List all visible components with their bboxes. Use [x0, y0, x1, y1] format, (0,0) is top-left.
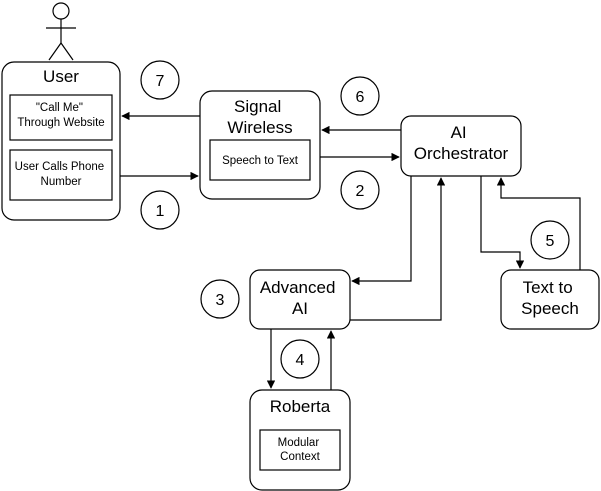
call-me-website-label: "Call Me" Through Website — [17, 102, 104, 129]
user-actor-icon — [46, 2, 76, 61]
speech-to-text-box — [209, 139, 311, 181]
step-6-badge: 6 — [340, 76, 380, 116]
speech-to-text-label: Speech to Text — [222, 155, 299, 167]
step-3-badge: 3 — [200, 279, 240, 319]
step-5-badge: 5 — [530, 220, 570, 260]
svg-text:6: 6 — [356, 89, 365, 106]
modular-context-label: Modular Context — [278, 437, 323, 463]
user-node: User "Call Me" Through Website User Call… — [1, 61, 121, 221]
user-calls-phone-box — [9, 149, 113, 201]
step-2-badge: 2 — [340, 170, 380, 210]
roberta-node: Roberta Modular Context — [249, 389, 351, 491]
roberta-title: Roberta — [270, 397, 331, 416]
user-title: User — [43, 67, 79, 86]
step-1-badge: 1 — [140, 190, 180, 230]
step-4-badge: 4 — [280, 339, 320, 379]
advanced-ai-title: Advanced AI — [260, 278, 340, 318]
edge-advanced-ai-to-orchestrator — [350, 177, 446, 321]
edge-orchestrator-to-advanced-ai — [351, 176, 412, 286]
edge-orchestrator-to-tts — [480, 176, 525, 269]
call-me-website-box — [9, 94, 113, 141]
advanced-ai-node: Advanced AI — [249, 269, 351, 330]
modular-context-box — [259, 429, 341, 471]
edge-tts-to-orchestrator — [496, 177, 581, 270]
ai-orchestrator-node: AI Orchestrator — [400, 115, 522, 177]
svg-text:5: 5 — [546, 233, 555, 250]
svg-text:1: 1 — [156, 203, 165, 220]
ai-orchestrator-title: AI Orchestrator — [414, 123, 509, 163]
step-7-badge: 7 — [140, 60, 180, 100]
svg-text:2: 2 — [356, 183, 365, 200]
user-calls-phone-label: User Calls Phone Number — [15, 161, 108, 188]
svg-text:3: 3 — [216, 292, 225, 309]
signal-wireless-title: Signal Wireless — [227, 97, 292, 137]
svg-text:4: 4 — [296, 352, 305, 369]
signal-wireless-node: Signal Wireless Speech to Text — [199, 90, 321, 200]
svg-text:7: 7 — [156, 73, 165, 90]
text-to-speech-title: Text to Speech — [521, 278, 579, 318]
text-to-speech-node: Text to Speech — [500, 269, 600, 330]
